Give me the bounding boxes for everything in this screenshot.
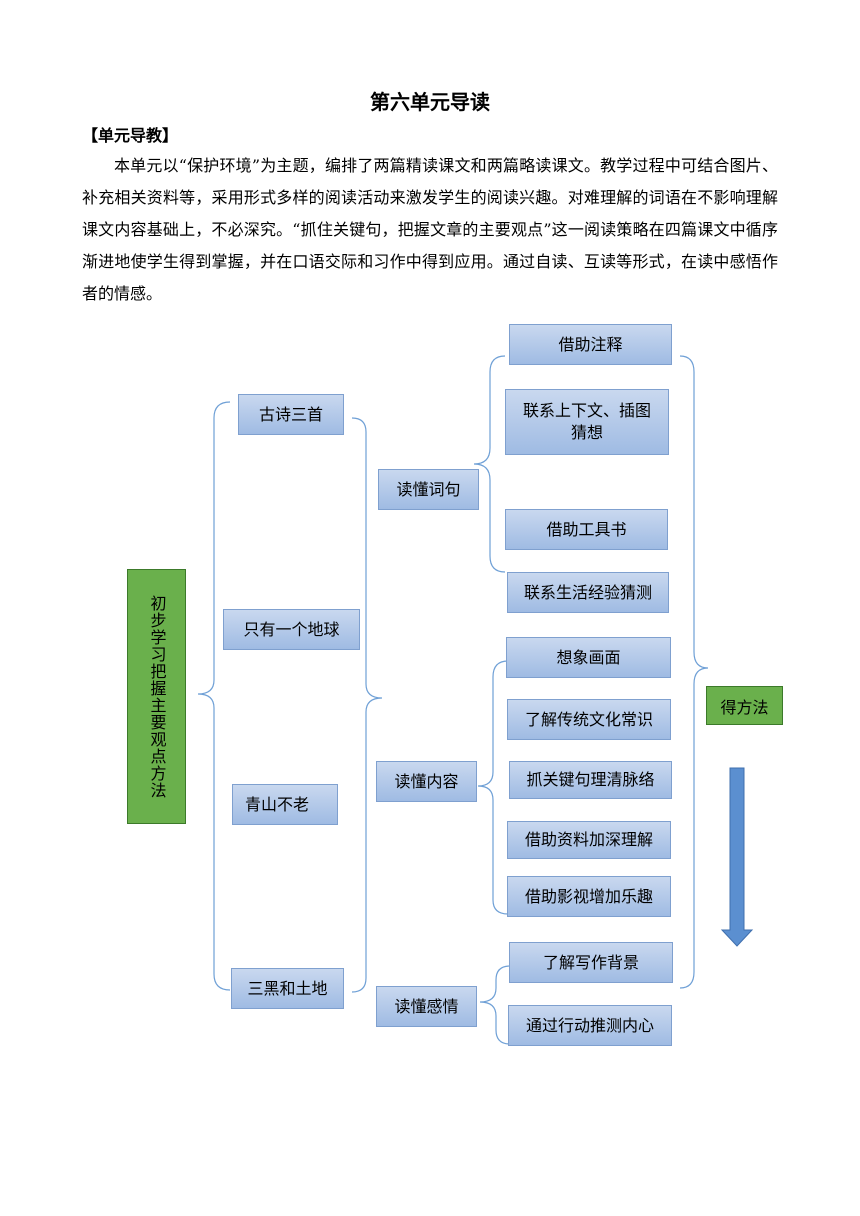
method-brace — [679, 355, 709, 989]
category-box-content: 读懂内容 — [376, 761, 477, 802]
method-box: 了解传统文化常识 — [507, 699, 671, 740]
words-brace — [473, 355, 506, 573]
page-title: 第六单元导读 — [370, 90, 490, 114]
lesson-box: 古诗三首 — [238, 394, 344, 435]
method-box: 想象画面 — [506, 637, 671, 678]
method-box: 通过行动推测内心 — [508, 1005, 672, 1046]
category-box-words: 读懂词句 — [378, 469, 479, 510]
down-arrow-icon — [720, 767, 754, 947]
method-box: 借助注释 — [509, 324, 672, 365]
method-box: 联系生活经验猜测 — [507, 572, 669, 613]
feeling-brace — [479, 965, 511, 1045]
lesson-box: 三黑和土地 — [231, 968, 344, 1009]
lesson-box: 只有一个地球 — [223, 609, 360, 650]
lesson-box: 青山不老 — [232, 784, 338, 825]
intro-paragraph: 本单元以“保护环境”为主题，编排了两篇精读课文和两篇略读课文。教学过程中可结合图… — [82, 156, 778, 303]
method-box: 借助工具书 — [505, 509, 668, 550]
method-box: 联系上下文、插图猜想 — [505, 389, 669, 455]
root-box — [127, 569, 186, 824]
method-box: 抓关键句理清脉络 — [509, 761, 672, 799]
method-box: 了解写作背景 — [509, 942, 673, 983]
result-box — [706, 686, 783, 725]
result-label: 得方法 — [720, 697, 769, 717]
method-box: 借助资料加深理解 — [507, 821, 671, 859]
root-label-wrap: 初步学习把握主要观点方法 — [127, 569, 186, 824]
category-box-feeling: 读懂感情 — [376, 986, 477, 1027]
result-label-wrap: 得方法 — [706, 686, 783, 725]
method-box: 借助影视增加乐趣 — [507, 876, 671, 917]
root-brace — [197, 401, 231, 991]
root-label: 初步学习把握主要观点方法 — [147, 594, 167, 799]
section-heading: 【单元导教】 — [82, 126, 179, 145]
content-brace — [477, 660, 509, 915]
lessons-brace — [351, 417, 383, 993]
